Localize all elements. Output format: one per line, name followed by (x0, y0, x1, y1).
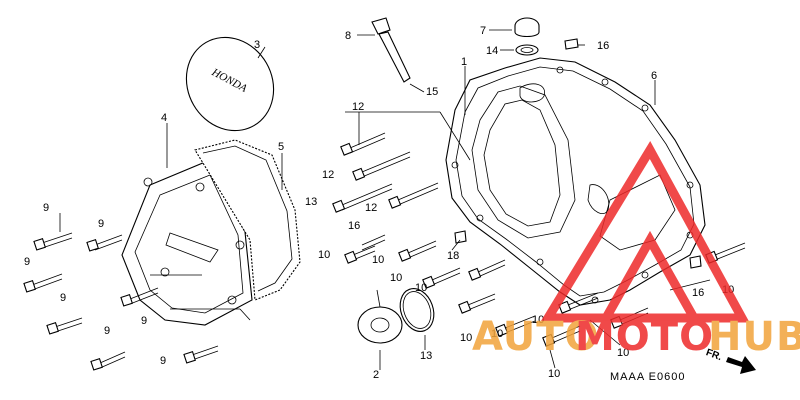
front-label: FR. (704, 347, 723, 363)
label-10-f: 10 (532, 314, 544, 326)
front-direction-marker: FR. (704, 347, 756, 374)
label-11: 12 (365, 202, 377, 214)
label-16-mid: 16 (348, 220, 360, 232)
label-1: 1 (461, 56, 467, 68)
label-9-f: 9 (104, 325, 110, 337)
dipstick-part (371, 17, 411, 83)
label-16-top: 16 (597, 40, 609, 52)
clutch-cover-part (121, 159, 253, 326)
label-10-b: 10 (372, 254, 384, 266)
label-10-a: 10 (318, 249, 330, 261)
front-arrow-icon (726, 356, 756, 374)
label-18: 18 (447, 250, 459, 262)
diagram-code: MAAA E0600 (610, 371, 685, 383)
label-9-e: 9 (141, 315, 147, 327)
label-7: 7 (480, 25, 486, 37)
o-ring-part (399, 288, 435, 332)
label-10-c: 10 (390, 272, 402, 284)
label-3: 3 (254, 39, 260, 51)
cap-plug-part (357, 306, 403, 344)
label-12-a: 12 (352, 101, 364, 113)
label-13: 13 (420, 350, 432, 362)
label-10-g: 10 (548, 368, 560, 380)
bolt-set-9 (23, 232, 219, 371)
gasket-part (194, 139, 301, 301)
label-2: 2 (373, 369, 379, 381)
label-4: 4 (161, 112, 167, 124)
watermark-word-auto: AUTO (472, 314, 600, 360)
label-9-g: 9 (160, 355, 166, 367)
label-16-right: 16 (692, 287, 704, 299)
label-12-b: 12 (322, 169, 334, 181)
label-6: 6 (651, 70, 657, 82)
label-10-e: 10 (460, 332, 472, 344)
label-14: 14 (486, 45, 498, 57)
label-9-c: 9 (24, 256, 30, 268)
oil-cap-part (514, 17, 540, 38)
label-9-b: 9 (98, 218, 104, 230)
label-8: 8 (345, 30, 351, 42)
label-12-c: 13 (305, 196, 317, 208)
watermark-triangle-inner (598, 230, 702, 323)
label-15: 15 (426, 86, 438, 98)
dowel-part (454, 38, 702, 269)
watermark-word-moto: MOTO (575, 314, 714, 360)
label-10-j: 10 (491, 328, 503, 340)
part-labels: 3 4 5 1 6 7 8 14 15 16 12 12 13 12 16 10… (24, 25, 734, 381)
watermark-word-hub: HUB (708, 314, 800, 360)
washer-part (515, 44, 539, 56)
watermark-logo: AUTO MOTO HUB (472, 140, 800, 360)
label-10-h: 10 (617, 347, 629, 359)
round-cover-part: HONDA (185, 36, 275, 132)
label-10-d: 10 (415, 282, 427, 294)
bolt-set-10-12 (332, 132, 746, 347)
label-5: 5 (278, 141, 284, 153)
label-9-d: 9 (60, 292, 66, 304)
label-9-a: 9 (43, 202, 49, 214)
